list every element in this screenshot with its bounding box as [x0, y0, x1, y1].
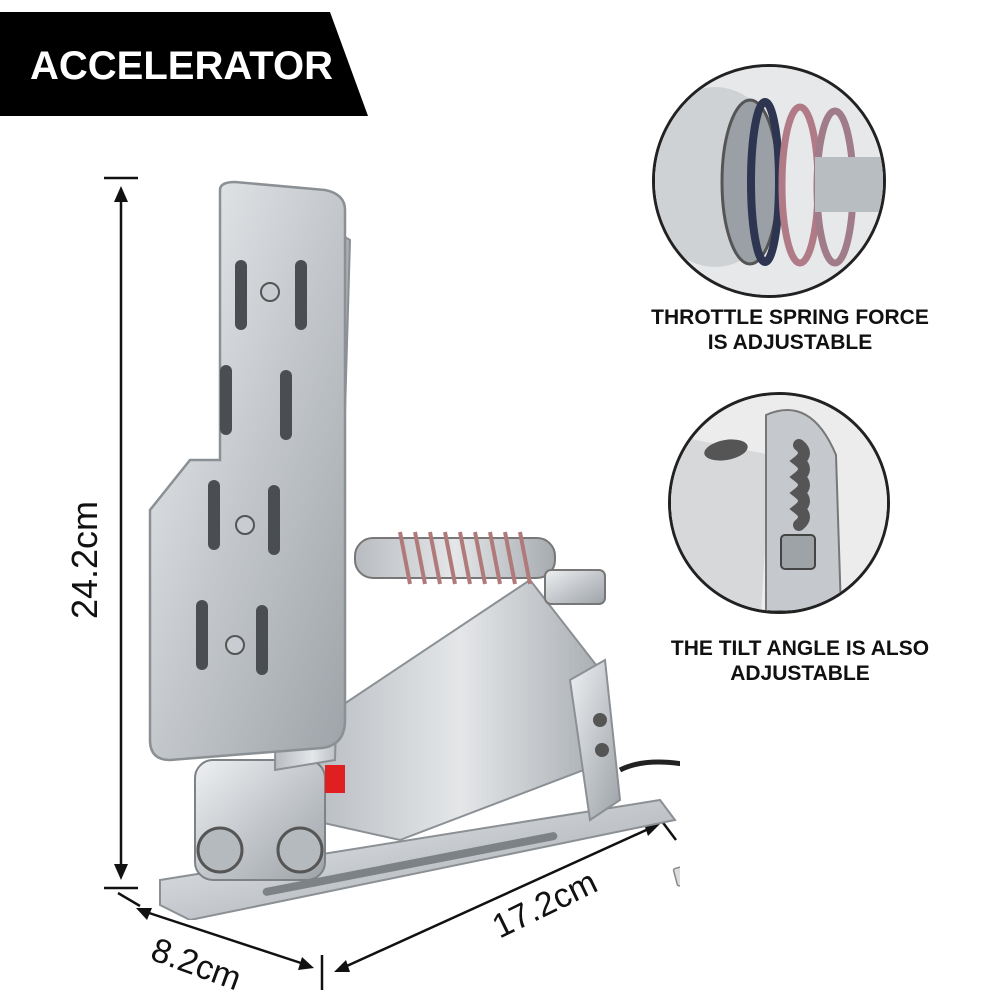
tilt-angle-line-1: THE TILT ANGLE IS ALSO: [670, 637, 930, 660]
spring-force-callout: THROTTLE SPRING FORCE IS ADJUSTABLE: [640, 305, 940, 355]
spring-force-line-1: THROTTLE SPRING FORCE: [651, 306, 929, 329]
spring-force-line-2: IS ADJUSTABLE: [707, 331, 873, 354]
banner-title: ACCELERATOR: [30, 44, 333, 88]
banner-shape: [0, 12, 368, 116]
title-banner: ACCELERATOR: [0, 12, 368, 116]
tilt-angle-callout: THE TILT ANGLE IS ALSO ADJUSTABLE: [650, 636, 950, 686]
tilt-bracket-closeup-image: [668, 392, 890, 614]
tilt-angle-line-2: ADJUSTABLE: [730, 662, 870, 685]
pedal-product-image: [148, 180, 680, 920]
spring-closeup-image: [652, 64, 886, 298]
